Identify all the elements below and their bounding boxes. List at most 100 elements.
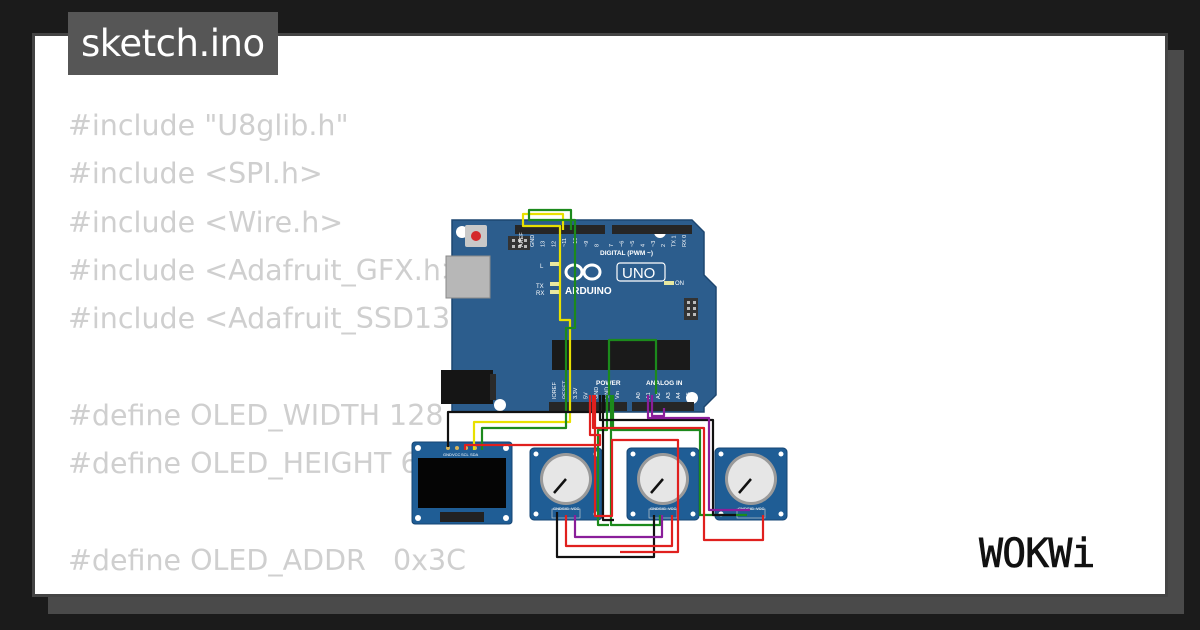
power-pin-label: GND (605, 387, 611, 399)
oled-hole (415, 515, 421, 521)
mount-hole (494, 399, 506, 411)
wokwi-logo-text: WOKWi (979, 531, 1094, 577)
pot-pin-label: VCC (571, 506, 580, 511)
analog-header (632, 402, 694, 411)
code-line: #define OLED_ADDR 0x3C (68, 543, 467, 577)
atmega-chip (552, 340, 690, 370)
pot-pin-label: VCC (668, 506, 677, 511)
led-tx (550, 282, 560, 286)
wire-purple (646, 395, 750, 512)
digital-pin-label: AREF (519, 232, 525, 247)
led-l-label: L (540, 264, 544, 270)
pot-pin-label: GND (553, 506, 562, 511)
uno-badge (616, 262, 666, 282)
reset-button-cap (471, 231, 481, 241)
digital-header (612, 225, 692, 234)
wire-black (598, 395, 736, 517)
wires (446, 208, 765, 559)
digital-pin-label: 4 (640, 244, 646, 247)
model-label: UNO (622, 265, 655, 282)
code-line: #define OLED_HEIGHT 64 (68, 447, 437, 481)
icsp-header (508, 236, 530, 250)
oled-pin-label: VCC (452, 452, 461, 457)
digital-label: DIGITAL (PWM ~) (600, 250, 653, 257)
led-rx-label: RX (536, 291, 544, 297)
power-jack-rim (490, 374, 496, 400)
digital-pin-label: ~11 (562, 238, 568, 247)
oled-hole (415, 445, 421, 451)
digital-pin-label: 7 (609, 244, 615, 247)
analog-pin-label: A5 (686, 392, 692, 399)
wire-yellow (472, 212, 572, 450)
analog-pin-label: A4 (676, 392, 682, 399)
wire-purple (650, 395, 666, 418)
code-line: #include "U8glib.h" (68, 109, 349, 142)
led-rx (550, 290, 560, 294)
wire-green (480, 208, 577, 450)
oled-pin-label: SDA (470, 452, 479, 457)
pot-pin-label: SIG (562, 506, 569, 511)
pot-pin-label: GND (738, 506, 747, 511)
digital-pin-label: 12 (551, 241, 557, 247)
power-pin-label: 3.3V (573, 387, 579, 399)
oled-screen (418, 458, 506, 508)
digital-pin-label: 8 (595, 244, 601, 247)
led-tx-label: TX (536, 284, 544, 290)
oled-pin (455, 446, 459, 450)
power-pin-label: GND (594, 387, 600, 399)
power-pin-label: Vin (615, 391, 621, 399)
analog-label: ANALOG IN (646, 380, 683, 387)
brand-label: ARDUINO (565, 286, 612, 297)
on-label: ON (675, 281, 684, 287)
code-line: #define OLED_WIDTH 128 (68, 398, 444, 432)
oled-ribbon (440, 512, 484, 522)
code-line: #include <Wire.h> (68, 205, 344, 239)
digital-pin-label: GND (530, 235, 536, 247)
oled-pin-label: GND (443, 452, 452, 457)
code-preview: #include "U8glib.h" #include <SPI.h> #in… (68, 102, 528, 592)
power-header (549, 402, 627, 411)
digital-pin-label: ~9 (584, 241, 590, 247)
digital-pin-label: 2 (661, 244, 667, 247)
wire-green (607, 338, 658, 395)
digital-pin-label: 13 (541, 241, 547, 247)
usb-port (445, 255, 491, 299)
icsp-header-2 (684, 298, 698, 320)
digital-pin-label: ~6 (620, 241, 626, 247)
mount-hole (686, 392, 698, 404)
wire-purple (573, 515, 664, 539)
pot-pin-label: SIG (659, 506, 666, 511)
power-jack (441, 370, 493, 404)
power-pin-label: 5V (584, 392, 590, 399)
pot-pin-label: SIG (747, 506, 754, 511)
circuit-diagram: ARDUINO UNO DIGITAL (PWM ~) POWER ANALOG… (411, 208, 788, 559)
wokwi-logo[interactable]: WOKWi (975, 525, 1155, 577)
wire-red (593, 395, 680, 554)
wire-green (596, 395, 609, 527)
pot-pin-label: GND (650, 506, 659, 511)
wire-black (601, 395, 614, 522)
oled-pin-label: SCL (461, 452, 470, 457)
analog-pin-label: A2 (656, 392, 662, 399)
code-line: #include <SPI.h> (68, 157, 323, 191)
file-tab[interactable]: sketch.ino (68, 12, 278, 75)
oled-hole (503, 445, 509, 451)
arduino-uno-board[interactable]: ARDUINO UNO DIGITAL (PWM ~) POWER ANALOG… (441, 219, 717, 413)
led-on (664, 281, 674, 285)
analog-pin-label: A0 (636, 392, 642, 399)
wire-red (564, 515, 674, 548)
digital-pin-label: TX 1 (672, 235, 678, 247)
pot-pin-label: VCC (756, 506, 765, 511)
digital-pin-label: ~3 (651, 241, 657, 247)
digital-pin-label: ~5 (630, 241, 636, 247)
digital-pin-label: RX 0 (682, 235, 688, 247)
oled-hole (503, 515, 509, 521)
wire-red (591, 395, 765, 542)
led-l (550, 262, 560, 266)
analog-pin-label: A3 (666, 392, 672, 399)
